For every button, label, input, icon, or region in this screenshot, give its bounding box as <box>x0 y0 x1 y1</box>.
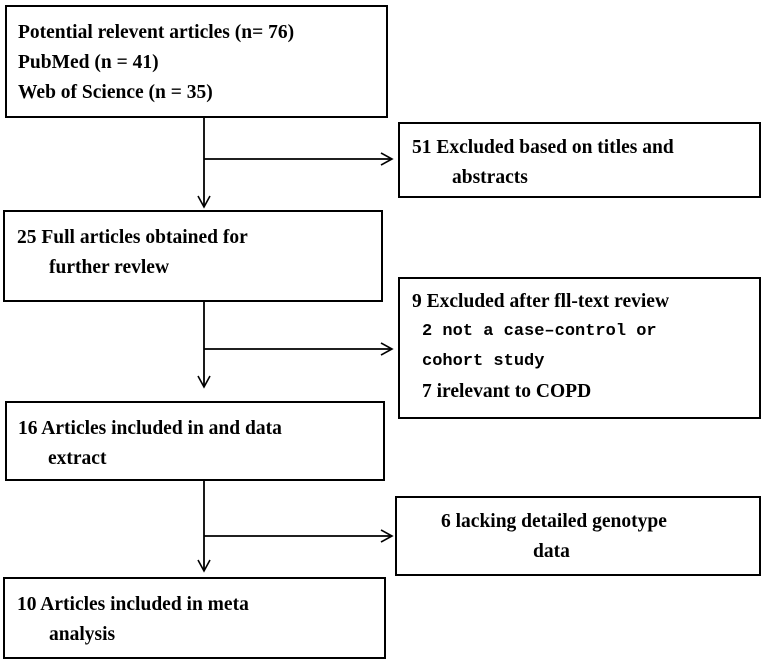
source-box-line-2: PubMed (n = 41) <box>18 52 159 73</box>
included-data-extract-box: 16 Articles included in and data extract <box>5 401 385 481</box>
excluded-titles-abstracts-box: 51 Excluded based on titles and abstract… <box>398 122 761 198</box>
excluded-3-line-2: data <box>533 541 570 562</box>
included-extract-line-2: extract <box>48 448 107 469</box>
full-articles-line-2: further revlew <box>49 257 170 278</box>
excluded-3-line-1: 6 lacking detailed genotype <box>441 511 667 532</box>
excluded-2-heading: 9 Excluded after fll-text review <box>412 291 670 312</box>
excluded-2-reason-1-cont: cohort study <box>422 352 545 371</box>
excluded-2-reason-1: 2 not a case–control or <box>422 322 657 341</box>
excluded-1-line-1: 51 Excluded based on titles and <box>412 137 674 158</box>
excluded-full-text-box: 9 Excluded after fll-text review 2 not a… <box>398 277 761 419</box>
lacking-genotype-data-box: 6 lacking detailed genotype data <box>395 496 761 576</box>
source-box-line-1: Potential relevent articles (n= 76) <box>18 22 295 43</box>
source-box: Potential relevent articles (n= 76) PubM… <box>5 5 388 118</box>
source-box-line-3: Web of Science (n = 35) <box>18 82 213 103</box>
full-articles-box: 25 Full articles obtained for further re… <box>3 210 383 302</box>
meta-analysis-box: 10 Articles included in meta analysis <box>3 577 386 659</box>
meta-analysis-line-2: analysis <box>49 624 116 645</box>
full-articles-line-1: 25 Full articles obtained for <box>17 227 248 248</box>
excluded-2-reason-2: 7 irelevant to COPD <box>422 381 592 402</box>
included-extract-line-1: 16 Articles included in and data <box>18 418 282 439</box>
meta-analysis-line-1: 10 Articles included in meta <box>17 594 249 615</box>
excluded-1-line-2: abstracts <box>452 167 528 188</box>
